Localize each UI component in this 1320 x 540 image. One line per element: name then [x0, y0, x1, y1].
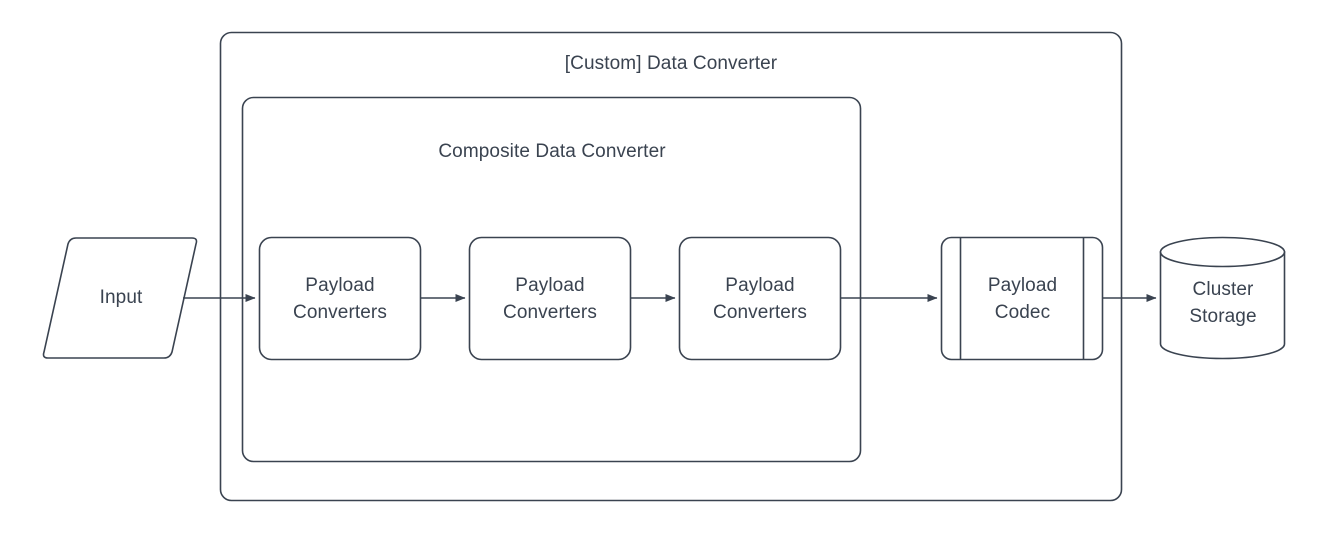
- node-payload-codec-shape[interactable]: [940, 236, 1104, 361]
- node-cluster-storage-shape[interactable]: [1159, 236, 1286, 360]
- node-input-shape[interactable]: [42, 237, 198, 359]
- node-payload-converters-1-shape[interactable]: [258, 236, 422, 361]
- node-payload-converters-3-shape[interactable]: [678, 236, 842, 361]
- node-payload-converters-2-shape[interactable]: [468, 236, 632, 361]
